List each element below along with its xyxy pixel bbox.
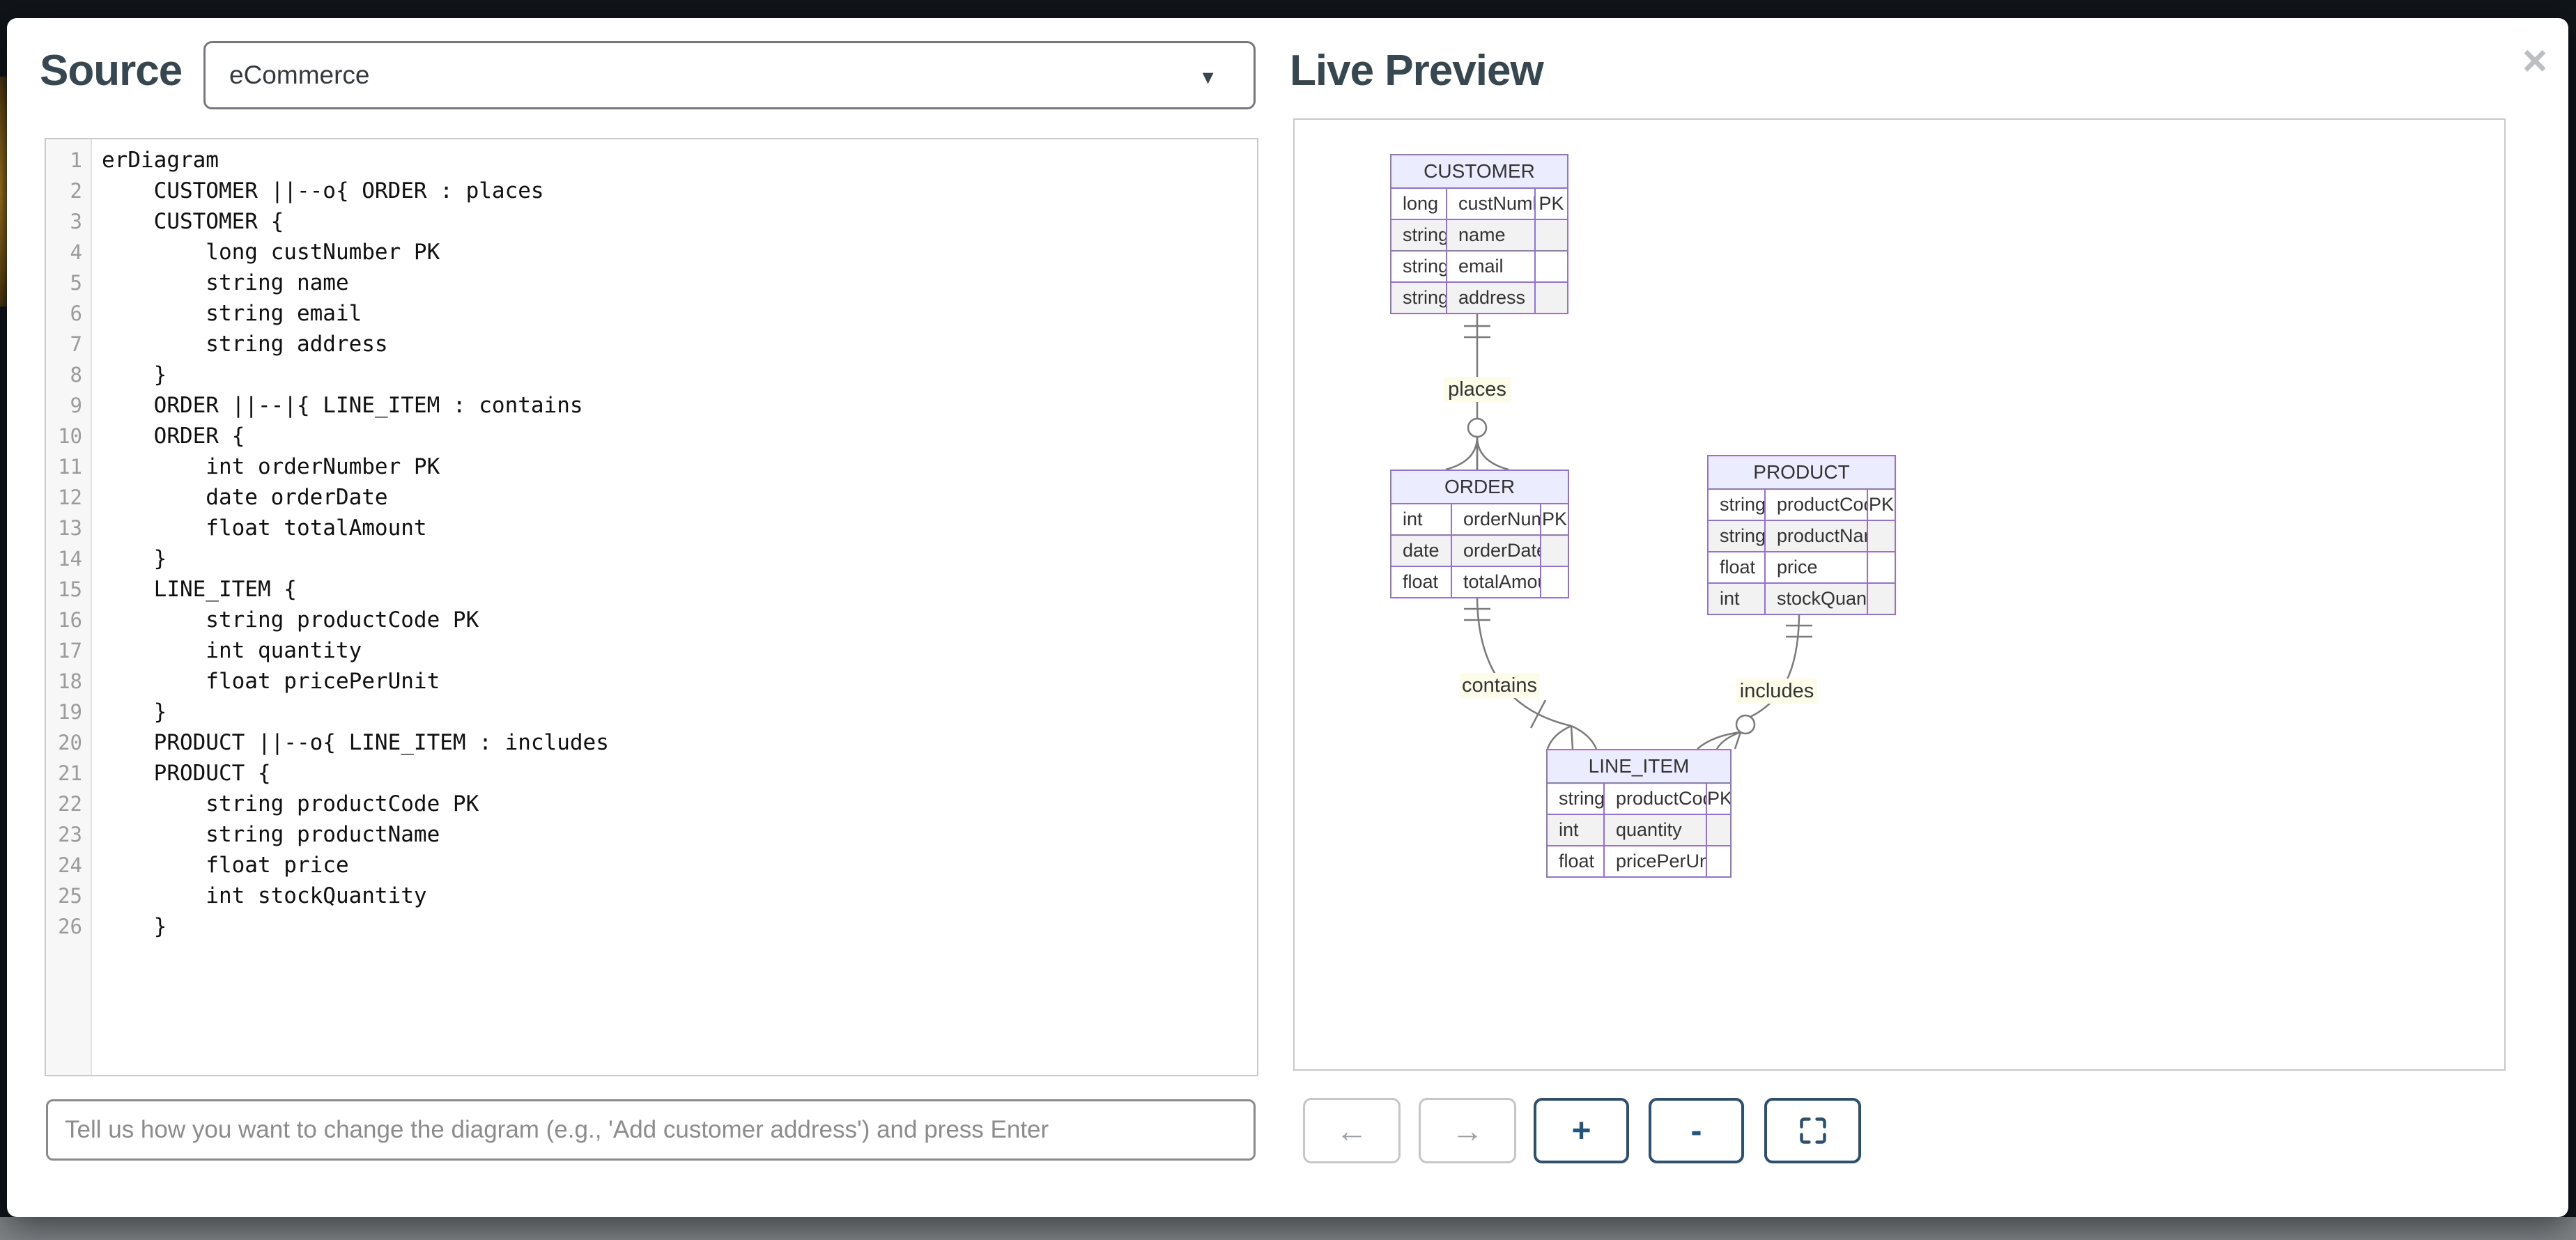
- source-panel-title: Source: [40, 47, 183, 95]
- entity-title: CUSTOMER: [1391, 155, 1567, 187]
- zoom-out-button[interactable]: -: [1649, 1098, 1744, 1163]
- code-line: 13 float totalAmount: [58, 516, 427, 541]
- history-back-button[interactable]: ←: [1303, 1098, 1401, 1163]
- history-forward-button[interactable]: →: [1419, 1098, 1516, 1163]
- code-line: 14 }: [58, 546, 167, 571]
- minus-icon: -: [1690, 1112, 1702, 1149]
- arrow-left-icon: ←: [1336, 1113, 1368, 1149]
- code-line: 9 ORDER ||--|{ LINE_ITEM : contains: [70, 393, 583, 418]
- code-line: 19 }: [58, 699, 167, 724]
- zoom-in-button[interactable]: +: [1534, 1098, 1629, 1163]
- code-line: 17 int quantity: [58, 638, 362, 663]
- template-select-value: eCommerce: [229, 61, 370, 89]
- code-line: 22 string productCode PK: [58, 791, 479, 816]
- code-line: 25 int stockQuantity: [58, 883, 427, 908]
- arrow-right-icon: →: [1451, 1113, 1483, 1149]
- code-line: 12 date orderDate: [58, 485, 388, 510]
- plus-icon: +: [1571, 1112, 1591, 1149]
- relationship-label: includes: [1740, 680, 1814, 702]
- code-line: 11 int orderNumber PK: [58, 454, 440, 479]
- code-line: 8 }: [70, 362, 167, 387]
- code-line: 2 CUSTOMER ||--o{ ORDER : places: [70, 178, 544, 203]
- code-line: 26 }: [58, 914, 167, 939]
- code-line: 20 PRODUCT ||--o{ LINE_ITEM : includes: [58, 730, 609, 755]
- code-line: 24 float price: [58, 853, 349, 878]
- entity-title: PRODUCT: [1709, 456, 1895, 488]
- chevron-down-icon: ▼: [1198, 67, 1217, 88]
- zero-or-more-circle: [1735, 714, 1756, 735]
- line-number-gutter: [46, 139, 92, 1075]
- code-line: 15 LINE_ITEM {: [58, 577, 297, 602]
- code-line: 5 string name: [70, 270, 349, 295]
- chat-input[interactable]: [46, 1099, 1256, 1161]
- code-line: 18 float pricePerUnit: [58, 669, 440, 694]
- close-icon[interactable]: ×: [2507, 33, 2563, 89]
- code-line: 3 CUSTOMER {: [70, 209, 284, 234]
- code-line: 7 string address: [70, 332, 388, 357]
- code-line: 4 long custNumber PK: [70, 240, 440, 265]
- relationship-label: places: [1448, 378, 1506, 401]
- fullscreen-icon: [1799, 1117, 1826, 1144]
- entity-title: LINE_ITEM: [1548, 750, 1730, 782]
- template-select[interactable]: eCommerce ▼: [203, 41, 1256, 109]
- code-line: 23 string productName: [58, 822, 440, 847]
- entity-title: ORDER: [1391, 471, 1568, 503]
- preview-panel-title: Live Preview: [1290, 47, 1544, 95]
- relationship-lines: places contains includes: [1444, 311, 1817, 750]
- code-line: 16 string productCode PK: [58, 607, 479, 633]
- fullscreen-button[interactable]: [1764, 1098, 1861, 1163]
- zero-or-more-circle: [1467, 417, 1488, 438]
- relationship-label: contains: [1462, 674, 1537, 697]
- backdrop-bottom-strip: [0, 1217, 2576, 1240]
- code-line: 6 string email: [70, 301, 362, 326]
- code-line: 21 PRODUCT {: [58, 761, 271, 786]
- code-line: 10 ORDER {: [58, 424, 245, 449]
